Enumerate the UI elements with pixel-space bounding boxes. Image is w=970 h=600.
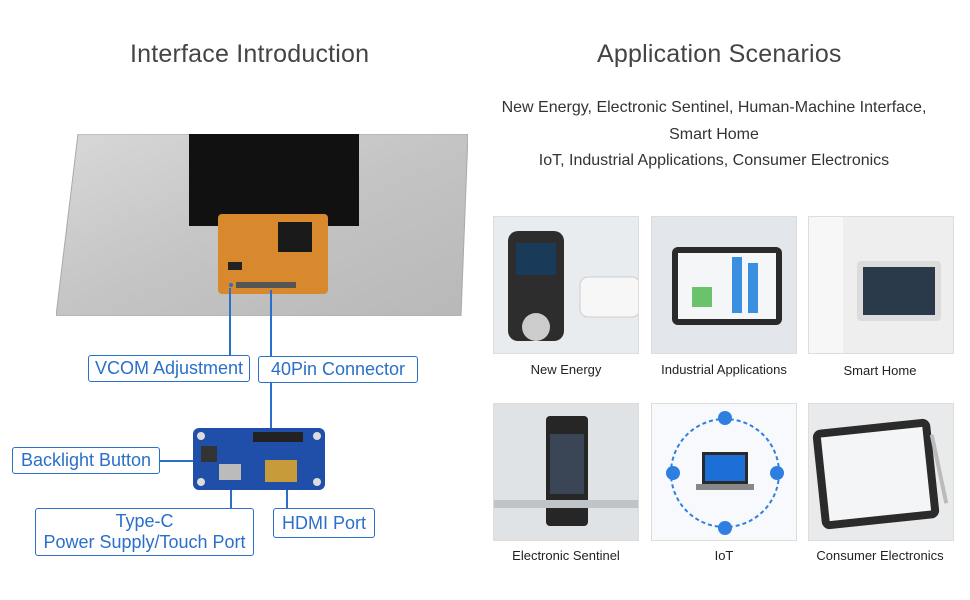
hdmi-port-label: HDMI Port — [273, 508, 375, 538]
lcd-panel-image — [56, 134, 468, 316]
interface-title: Interface Introduction — [130, 40, 370, 68]
caption-smart-home: Smart Home — [843, 363, 917, 378]
caption-consumer-electronics: Consumer Electronics — [816, 548, 944, 563]
caption-electronic-sentinel: Electronic Sentinel — [512, 548, 620, 563]
vcom-adjustment-label: VCOM Adjustment — [88, 355, 250, 382]
typec-port-label: Type-C Power Supply/Touch Port — [35, 508, 254, 556]
typec-label-line2: Power Supply/Touch Port — [43, 532, 246, 552]
intro-line-1: New Energy, Electronic Sentinel, Human-M… — [501, 99, 927, 116]
40pin-connector-label: 40Pin Connector — [258, 356, 418, 383]
backlight-button-label: Backlight Button — [12, 447, 160, 474]
industrial-applications-image — [651, 216, 797, 354]
typec-label-line1: Type-C — [115, 511, 174, 531]
iot-image — [651, 403, 797, 541]
scenarios-title: Application Scenarios — [597, 40, 842, 68]
intro-line-2: Smart Home — [669, 126, 759, 143]
intro-line-3: IoT, Industrial Applications, Consumer E… — [538, 152, 890, 169]
caption-industrial-applications: Industrial Applications — [661, 362, 787, 377]
smart-home-image — [808, 216, 954, 354]
new-energy-image — [493, 216, 639, 354]
caption-new-energy: New Energy — [530, 362, 602, 377]
adapter-board-image — [193, 428, 325, 490]
consumer-electronics-image — [808, 403, 954, 541]
electronic-sentinel-image — [493, 403, 639, 541]
caption-iot: IoT — [714, 548, 734, 563]
